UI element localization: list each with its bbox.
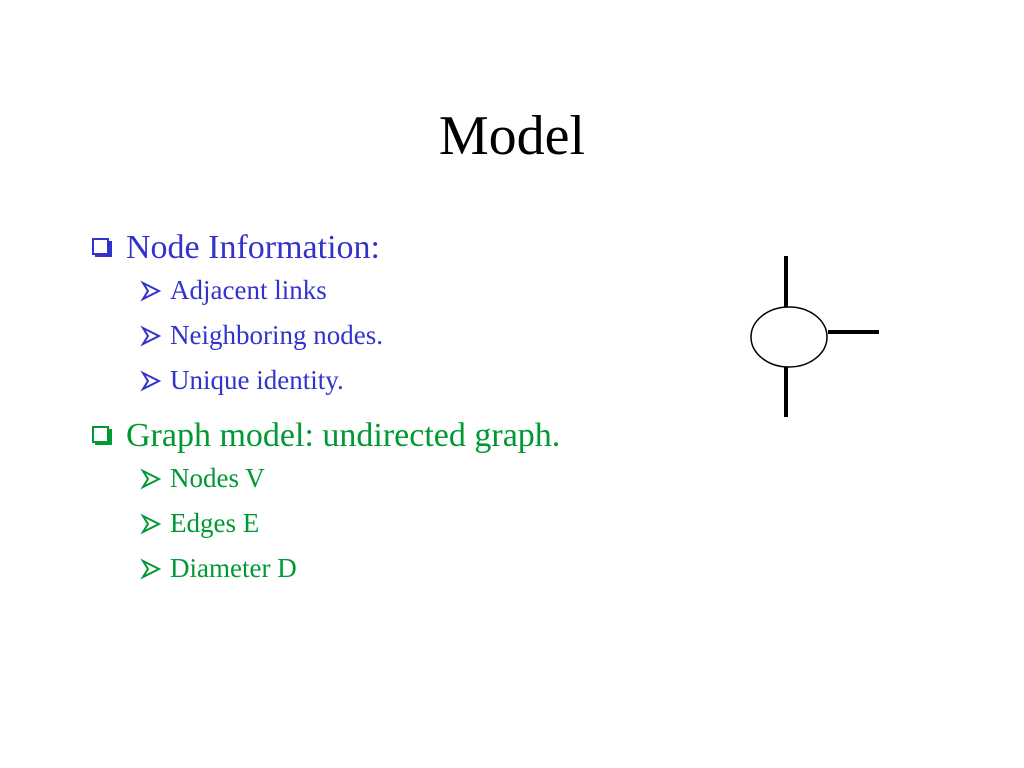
arrow-bullet-icon	[140, 280, 162, 301]
arrow-bullet-icon	[140, 558, 162, 579]
list-item-text: Nodes V	[170, 463, 265, 493]
list-item-text: Adjacent links	[170, 275, 327, 305]
square-bullet-icon	[90, 228, 116, 268]
slide-title: Model	[438, 105, 586, 167]
list-item: Unique identity.	[140, 358, 383, 403]
list-item-text: Diameter D	[170, 553, 297, 583]
list-item: Edges E	[140, 501, 560, 546]
list-item-text: Neighboring nodes.	[170, 320, 383, 350]
list-item-text: Edges E	[170, 508, 260, 538]
square-bullet-icon	[90, 416, 116, 456]
list-item: Adjacent links	[140, 268, 383, 313]
arrow-bullet-icon	[140, 513, 162, 534]
node-diagram	[750, 256, 879, 417]
arrow-bullet-icon	[140, 370, 162, 391]
section-heading: Node Information:	[126, 229, 380, 266]
list-item: Nodes V	[140, 456, 560, 501]
bullet-level1: Graph model: undirected graph.	[90, 416, 560, 456]
arrow-bullet-icon	[140, 468, 162, 489]
arrow-bullet-icon	[140, 325, 162, 346]
list-item: Neighboring nodes.	[140, 313, 383, 358]
section-node-information: Node Information: Adjacent links Neighbo…	[90, 228, 383, 403]
node-circle	[750, 306, 828, 368]
section-graph-model: Graph model: undirected graph. Nodes V E…	[90, 416, 560, 591]
bullet-level1: Node Information:	[90, 228, 383, 268]
list-item-text: Unique identity.	[170, 365, 344, 395]
section-heading: Graph model: undirected graph.	[126, 417, 561, 454]
list-item: Diameter D	[140, 546, 560, 591]
